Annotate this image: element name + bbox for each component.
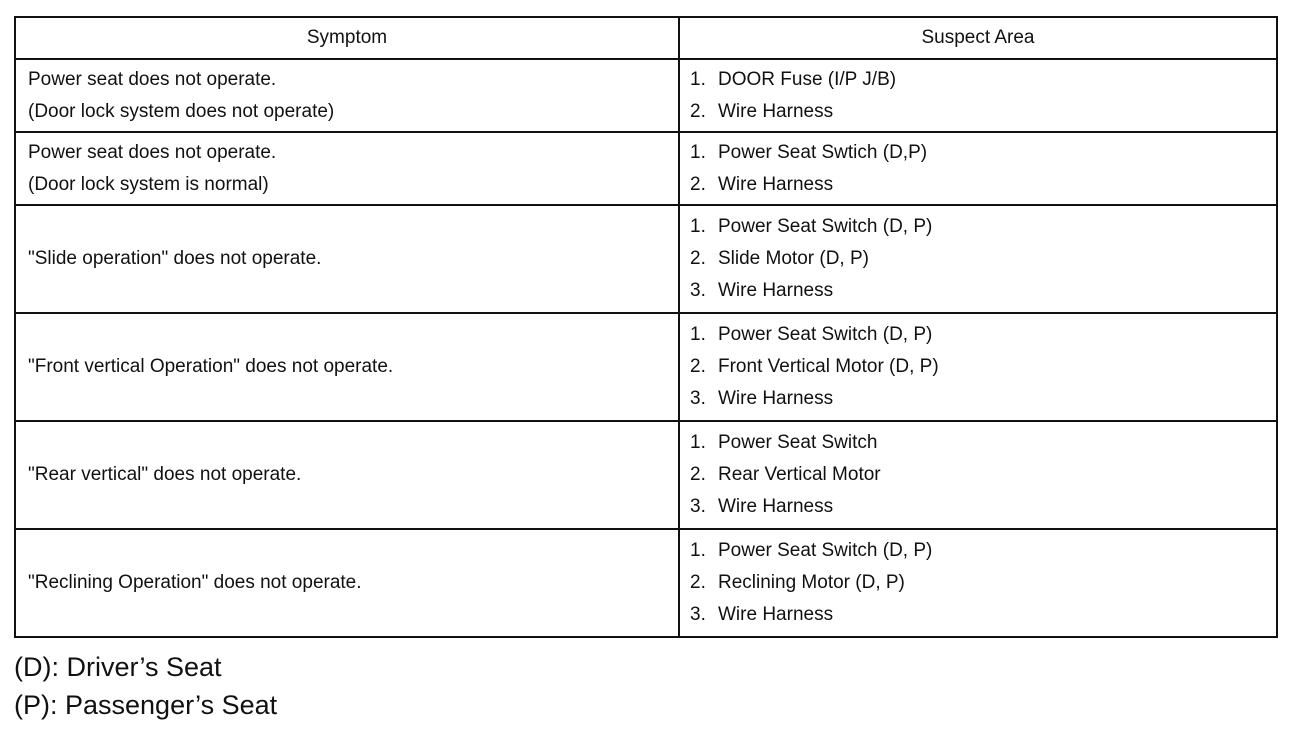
symptom-cell: Power seat does not operate. (Door lock … — [14, 131, 680, 206]
suspect-text: Power Seat Switch (D, P) — [718, 324, 933, 345]
suspect-number: 1. — [690, 540, 706, 561]
symptom-cell: "Front vertical Operation" does not oper… — [14, 312, 680, 422]
symptom-text: "Reclining Operation" does not operate. — [28, 572, 362, 593]
symptom-text: "Slide operation" does not operate. — [28, 248, 322, 269]
table-row: "Reclining Operation" does not operate. … — [14, 528, 1278, 638]
suspect-item: 2. Slide Motor (D, P) — [690, 243, 1276, 275]
table-row: "Slide operation" does not operate. 1. Po… — [14, 204, 1278, 314]
suspect-number: 2. — [690, 464, 706, 485]
suspect-area-cell: 1. Power Seat Switch (D, P) 2. Reclining M… — [678, 528, 1278, 638]
symptom-column-header: Symptom — [14, 16, 680, 60]
suspect-text: Power Seat Switch (D, P) — [718, 540, 933, 561]
table-row: "Front vertical Operation" does not oper… — [14, 312, 1278, 422]
suspect-number: 3. — [690, 604, 706, 625]
suspect-area-cell: 1. Power Seat Switch 2. Rear Vertical Moto… — [678, 420, 1278, 530]
suspect-item: 2. Reclining Motor (D, P) — [690, 567, 1276, 599]
suspect-text: Front Vertical Motor (D, P) — [718, 356, 939, 377]
suspect-item: 2. Wire Harness — [690, 96, 1276, 128]
suspect-number: 3. — [690, 496, 706, 517]
suspect-item: 2. Front Vertical Motor (D, P) — [690, 351, 1276, 383]
suspect-area-column-header: Suspect Area — [678, 16, 1278, 60]
suspect-text: Reclining Motor (D, P) — [718, 572, 905, 593]
suspect-text: DOOR Fuse (I/P J/B) — [718, 68, 897, 90]
suspect-number: 1. — [690, 324, 706, 345]
troubleshooting-table: Symptom Suspect Area Power seat does not… — [14, 16, 1278, 638]
suspect-text: Power Seat Switch (D, P) — [718, 216, 933, 237]
symptom-cell: "Rear vertical" does not operate. — [14, 420, 680, 530]
suspect-item: 1. Power Seat Swtich (D,P) — [690, 137, 1276, 169]
symptom-condition: (Door lock system does not operate) — [28, 100, 335, 122]
symptom-text: Power seat does not operate. — [28, 141, 277, 163]
suspect-number: 2. — [690, 572, 706, 593]
suspect-number: 2. — [690, 173, 706, 195]
suspect-item: 3. Wire Harness — [690, 383, 1276, 415]
suspect-item: 2. Wire Harness — [690, 169, 1276, 201]
suspect-number: 2. — [690, 356, 706, 377]
legend-driver: (D): Driver’s Seat — [14, 652, 222, 682]
suspect-number: 1. — [690, 68, 706, 90]
suspect-text: Rear Vertical Motor — [718, 464, 881, 485]
symptom-text: Power seat does not operate. — [28, 68, 277, 90]
suspect-text: Wire Harness — [718, 173, 834, 195]
suspect-number: 1. — [690, 432, 706, 453]
suspect-item: 1. Power Seat Switch — [690, 427, 1276, 459]
symptom-condition: (Door lock system is normal) — [28, 173, 269, 195]
suspect-area-cell: 1. Power Seat Switch (D, P) 2. Front Verti… — [678, 312, 1278, 422]
suspect-number: 1. — [690, 141, 706, 163]
legend-passenger: (P): Passenger’s Seat — [14, 690, 278, 720]
legend: (D): Driver’s Seat (P): Passenger’s Seat — [14, 648, 277, 724]
suspect-item: 1. Power Seat Switch (D, P) — [690, 319, 1276, 351]
suspect-text: Wire Harness — [718, 496, 834, 517]
suspect-item: 1. DOOR Fuse (I/P J/B) — [690, 64, 1276, 96]
suspect-number: 1. — [690, 216, 706, 237]
suspect-text: Wire Harness — [718, 604, 834, 625]
suspect-number: 2. — [690, 100, 706, 122]
symptom-text: "Rear vertical" does not operate. — [28, 464, 302, 485]
suspect-text: Power Seat Switch — [718, 432, 878, 453]
suspect-number: 2. — [690, 248, 706, 269]
suspect-text: Wire Harness — [718, 388, 834, 409]
suspect-area-cell: 1. Power Seat Swtich (D,P) 2. Wire Harness — [678, 131, 1278, 206]
suspect-area-cell: 1. DOOR Fuse (I/P J/B) 2. Wire Harness — [678, 58, 1278, 133]
suspect-number: 3. — [690, 388, 706, 409]
suspect-item: 1. Power Seat Switch (D, P) — [690, 535, 1276, 567]
suspect-item: 2. Rear Vertical Motor — [690, 459, 1276, 491]
table-row: Power seat does not operate. (Door lock … — [14, 131, 1278, 206]
suspect-area-cell: 1. Power Seat Switch (D, P) 2. Slide Motor… — [678, 204, 1278, 314]
suspect-item: 3. Wire Harness — [690, 599, 1276, 631]
suspect-text: Wire Harness — [718, 280, 834, 301]
table-header-row: Symptom Suspect Area — [14, 16, 1278, 60]
symptom-cell: "Slide operation" does not operate. — [14, 204, 680, 314]
suspect-text: Slide Motor (D, P) — [718, 248, 869, 269]
symptom-cell: "Reclining Operation" does not operate. — [14, 528, 680, 638]
table-row: Power seat does not operate. (Door lock … — [14, 58, 1278, 133]
suspect-item: 3. Wire Harness — [690, 275, 1276, 307]
suspect-item: 3. Wire Harness — [690, 491, 1276, 523]
symptom-cell: Power seat does not operate. (Door lock … — [14, 58, 680, 133]
suspect-text: Power Seat Swtich (D,P) — [718, 141, 928, 163]
symptom-text: "Front vertical Operation" does not oper… — [28, 356, 394, 377]
suspect-item: 1. Power Seat Switch (D, P) — [690, 211, 1276, 243]
suspect-text: Wire Harness — [718, 100, 834, 122]
table-row: "Rear vertical" does not operate. 1. Powe… — [14, 420, 1278, 530]
suspect-number: 3. — [690, 280, 706, 301]
